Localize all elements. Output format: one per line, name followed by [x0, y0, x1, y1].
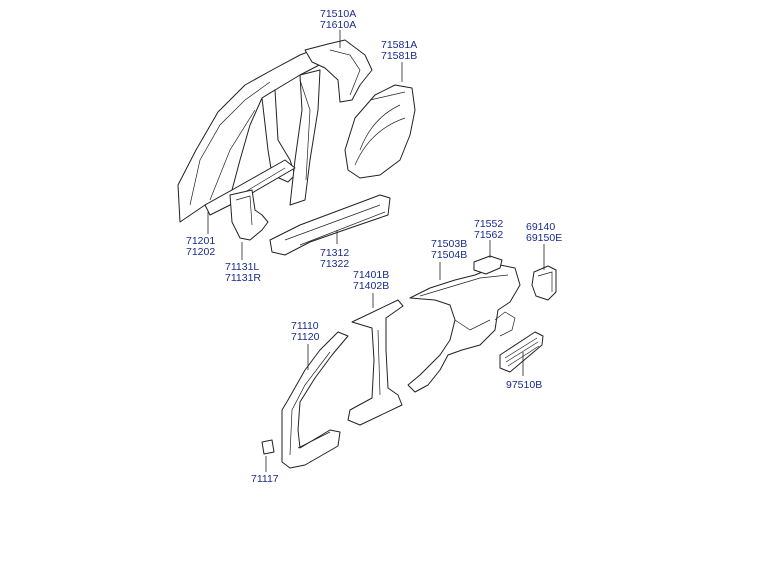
part-number-text: 71503B	[431, 238, 467, 250]
part-number-text: 69150E	[526, 232, 562, 244]
quarter-panel-outer-part	[407, 264, 521, 393]
part-label-71552: 71552 71562	[474, 218, 503, 241]
part-label-71312: 71312 71322	[320, 247, 349, 270]
part-number-text: 71117	[251, 473, 279, 485]
roof-rail-rear-part	[304, 39, 373, 103]
part-number-text: 71552	[474, 218, 503, 230]
part-number-text: 71402B	[353, 280, 389, 292]
part-number-text: 71110	[291, 320, 319, 332]
front-pillar-outer-part	[281, 331, 349, 469]
center-pillar-inner-part	[229, 189, 269, 241]
part-number-text: 71504B	[431, 249, 467, 261]
part-label-71581A: 71581A 71581B	[381, 39, 417, 62]
part-number-text: 97510B	[506, 379, 542, 391]
part-number-text: 71202	[186, 246, 215, 258]
side-sill-inner-part	[269, 194, 391, 256]
leader-lines	[207, 30, 545, 472]
part-number-text: 71131R	[225, 272, 261, 284]
part-number-text: 69140	[526, 221, 555, 233]
air-vent-grille-part	[499, 331, 544, 373]
center-pillar-outer-part	[347, 299, 404, 426]
fuel-filler-housing-part	[531, 265, 557, 301]
part-number-text: 71610A	[320, 19, 356, 31]
part-label-71117: 71117	[251, 473, 279, 485]
part-number-text: 71201	[186, 235, 215, 247]
wheel-house-part	[344, 84, 416, 179]
part-number-text: 71322	[320, 258, 349, 270]
part-label-71510A: 71510A 71610A	[320, 8, 356, 31]
part-label-97510B: 97510B	[506, 379, 542, 391]
part-label-71503B: 71503B 71504B	[431, 238, 467, 261]
part-label-69140: 69140 69150E	[526, 221, 562, 244]
clip-part	[261, 439, 275, 455]
part-number-text: 71581B	[381, 50, 417, 62]
part-label-71131L: 71131L 71131R	[225, 261, 261, 284]
part-number-text: 71120	[291, 331, 320, 343]
part-number-text: 71510A	[320, 8, 356, 20]
part-label-71201: 71201 71202	[186, 235, 215, 258]
inner-side-frame-part	[177, 47, 331, 223]
part-number-text: 71401B	[353, 269, 389, 281]
part-number-text: 71312	[320, 247, 349, 259]
part-label-71110: 71110 71120	[291, 320, 320, 343]
part-number-text: 71131L	[225, 261, 259, 273]
part-number-text: 71562	[474, 229, 503, 241]
part-number-text: 71581A	[381, 39, 417, 51]
part-label-71401B: 71401B 71402B	[353, 269, 389, 292]
